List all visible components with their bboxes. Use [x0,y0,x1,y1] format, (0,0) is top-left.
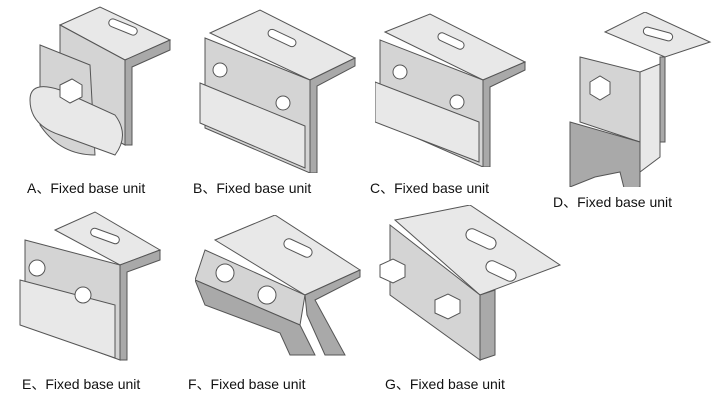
fixed-base-unit-d-illustration [569,12,712,187]
bolt-icon [449,94,465,110]
fixed-base-unit-a-illustration [29,6,172,156]
bolt-icon [589,75,611,101]
bolt-icon [379,258,406,284]
bolt-icon [59,78,83,104]
fixed-base-unit-g-illustration [379,205,562,361]
item-label-b: B、Fixed base unit [193,180,312,196]
bolt-icon [215,263,235,283]
fixed-base-unit-e-illustration [19,211,162,361]
fixed-base-unit-c-illustration [375,13,527,167]
bolt-icon [212,62,228,78]
item-label-a: A、Fixed base unit [27,180,146,196]
bolt-icon [257,285,277,305]
item-label-g: G、Fixed base unit [385,376,505,392]
bolt-icon [392,64,408,80]
bolt-icon [28,259,46,277]
bolt-icon [434,293,461,320]
item-label-e: E、Fixed base unit [22,376,141,392]
item-label-f: F、Fixed base unit [188,376,306,392]
fixed-base-unit-b-illustration [199,9,357,173]
item-label-c: C、Fixed base unit [370,180,490,196]
fixed-base-unit-f-illustration [195,215,362,356]
bolt-icon [275,95,291,111]
bolt-icon [74,286,92,304]
item-label-d: D、Fixed base unit [553,194,673,210]
